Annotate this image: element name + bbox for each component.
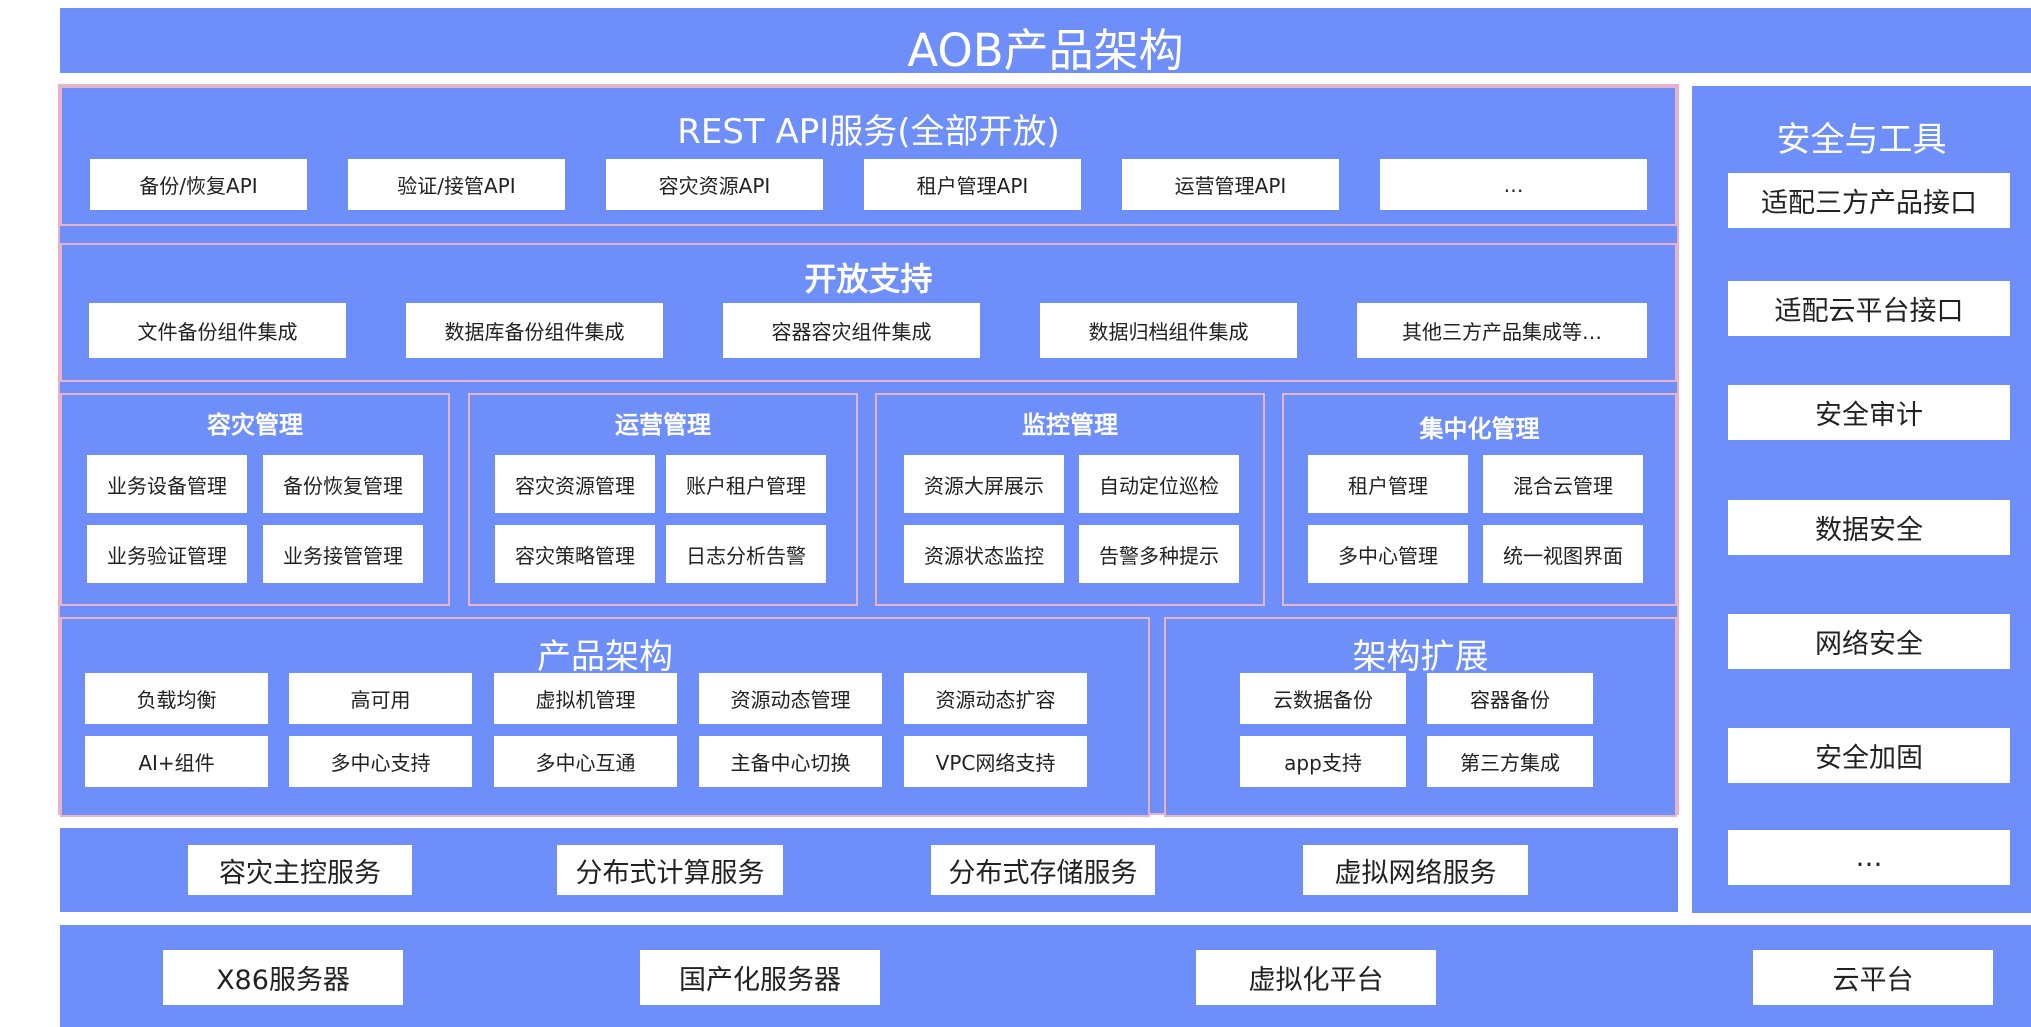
diagram-title: AOB产品架构 <box>907 24 1184 77</box>
product-architecture-item: 虚拟机管理 <box>494 673 677 724</box>
infrastructure-item: X86服务器 <box>163 950 403 1005</box>
open-support-item: 数据归档组件集成 <box>1040 303 1297 358</box>
security-tools-panel: 安全与工具 适配三方产品接口 适配云平台接口 安全审计 数据安全 网络安全 安全… <box>1692 86 2031 913</box>
service-item: 分布式存储服务 <box>931 845 1155 895</box>
open-support-section: 开放支持 文件备份组件集成 数据库备份组件集成 容器容灾组件集成 数据归档组件集… <box>60 243 1677 382</box>
open-support-item: 数据库备份组件集成 <box>406 303 663 358</box>
module-item: 告警多种提示 <box>1079 525 1239 583</box>
infrastructure-item: 国产化服务器 <box>640 950 880 1005</box>
infrastructure-item: 虚拟化平台 <box>1196 950 1436 1005</box>
module-item: 容灾策略管理 <box>495 525 655 583</box>
module-item: 自动定位巡检 <box>1079 455 1239 513</box>
module-item: 资源状态监控 <box>904 525 1064 583</box>
product-architecture-section: 产品架构 负载均衡 高可用 虚拟机管理 资源动态管理 资源动态扩容 AI+组件 … <box>60 617 1150 817</box>
architecture-extension-section: 架构扩展 云数据备份 容器备份 app支持 第三方集成 <box>1164 617 1677 817</box>
service-item: 容灾主控服务 <box>188 845 412 895</box>
product-architecture-item: 主备中心切换 <box>699 736 882 787</box>
product-architecture-title: 产品架构 <box>537 637 673 677</box>
architecture-extension-item: 容器备份 <box>1427 673 1593 724</box>
module-title: 运营管理 <box>615 411 711 439</box>
open-support-title: 开放支持 <box>804 260 933 298</box>
api-item: 租户管理API <box>864 159 1081 210</box>
security-item: 适配三方产品接口 <box>1728 173 2010 228</box>
product-architecture-item: 高可用 <box>289 673 472 724</box>
security-tools-title: 安全与工具 <box>1776 120 1947 160</box>
open-support-item: 其他三方产品集成等… <box>1357 303 1647 358</box>
product-architecture-item: VPC网络支持 <box>904 736 1087 787</box>
product-architecture-item: 资源动态扩容 <box>904 673 1087 724</box>
architecture-extension-item: 云数据备份 <box>1240 673 1406 724</box>
architecture-extension-item: app支持 <box>1240 736 1406 787</box>
open-support-item: 文件备份组件集成 <box>89 303 346 358</box>
security-item: … <box>1728 830 2010 885</box>
module-title: 集中化管理 <box>1419 415 1540 443</box>
product-architecture-item: 资源动态管理 <box>699 673 882 724</box>
security-item: 安全加固 <box>1728 728 2010 783</box>
infrastructure-band: X86服务器 国产化服务器 虚拟化平台 云平台 <box>60 925 2031 1027</box>
api-item: 备份/恢复API <box>90 159 307 210</box>
module-item: 混合云管理 <box>1483 455 1643 513</box>
architecture-extension-title: 架构扩展 <box>1352 637 1489 677</box>
product-architecture-item: AI+组件 <box>85 736 268 787</box>
services-band: 容灾主控服务 分布式计算服务 分布式存储服务 虚拟网络服务 <box>60 828 1678 912</box>
infrastructure-item: 云平台 <box>1753 950 1993 1005</box>
api-item: 运营管理API <box>1122 159 1339 210</box>
rest-api-section: REST API服务(全部开放) 备份/恢复API 验证/接管API 容灾资源A… <box>60 86 1677 226</box>
module-item: 业务设备管理 <box>87 455 247 513</box>
module-item: 备份恢复管理 <box>263 455 423 513</box>
security-item: 安全审计 <box>1728 385 2010 440</box>
module-item: 资源大屏展示 <box>904 455 1064 513</box>
module-item: 业务验证管理 <box>87 525 247 583</box>
module-item: 业务接管管理 <box>263 525 423 583</box>
architecture-extension-item: 第三方集成 <box>1427 736 1593 787</box>
rest-api-title: REST API服务(全部开放) <box>677 112 1060 152</box>
product-architecture-item: 多中心支持 <box>289 736 472 787</box>
security-item: 适配云平台接口 <box>1728 281 2010 336</box>
api-item: 容灾资源API <box>606 159 823 210</box>
product-architecture-item: 负载均衡 <box>85 673 268 724</box>
module-item: 多中心管理 <box>1308 525 1468 583</box>
module-dr-management: 容灾管理 业务设备管理 备份恢复管理 业务验证管理 业务接管管理 <box>60 393 450 606</box>
product-architecture-item: 多中心互通 <box>494 736 677 787</box>
module-operations: 运营管理 容灾资源管理 账户租户管理 容灾策略管理 日志分析告警 <box>468 393 858 606</box>
security-item: 数据安全 <box>1728 500 2010 555</box>
module-monitoring: 监控管理 资源大屏展示 自动定位巡检 资源状态监控 告警多种提示 <box>875 393 1265 606</box>
module-title: 监控管理 <box>1022 411 1118 439</box>
module-item: 统一视图界面 <box>1483 525 1643 583</box>
service-item: 分布式计算服务 <box>557 845 783 895</box>
api-item: … <box>1380 159 1647 210</box>
api-item: 验证/接管API <box>348 159 565 210</box>
module-title: 容灾管理 <box>207 411 303 439</box>
main-container: REST API服务(全部开放) 备份/恢复API 验证/接管API 容灾资源A… <box>58 84 1679 817</box>
title-bar: AOB产品架构 <box>60 8 2031 77</box>
service-item: 虚拟网络服务 <box>1303 845 1528 895</box>
open-support-item: 容器容灾组件集成 <box>723 303 980 358</box>
security-item: 网络安全 <box>1728 614 2010 669</box>
module-item: 日志分析告警 <box>666 525 826 583</box>
module-item: 容灾资源管理 <box>495 455 655 513</box>
module-centralized: 集中化管理 租户管理 混合云管理 多中心管理 统一视图界面 <box>1282 393 1677 606</box>
module-item: 租户管理 <box>1308 455 1468 513</box>
module-item: 账户租户管理 <box>666 455 826 513</box>
